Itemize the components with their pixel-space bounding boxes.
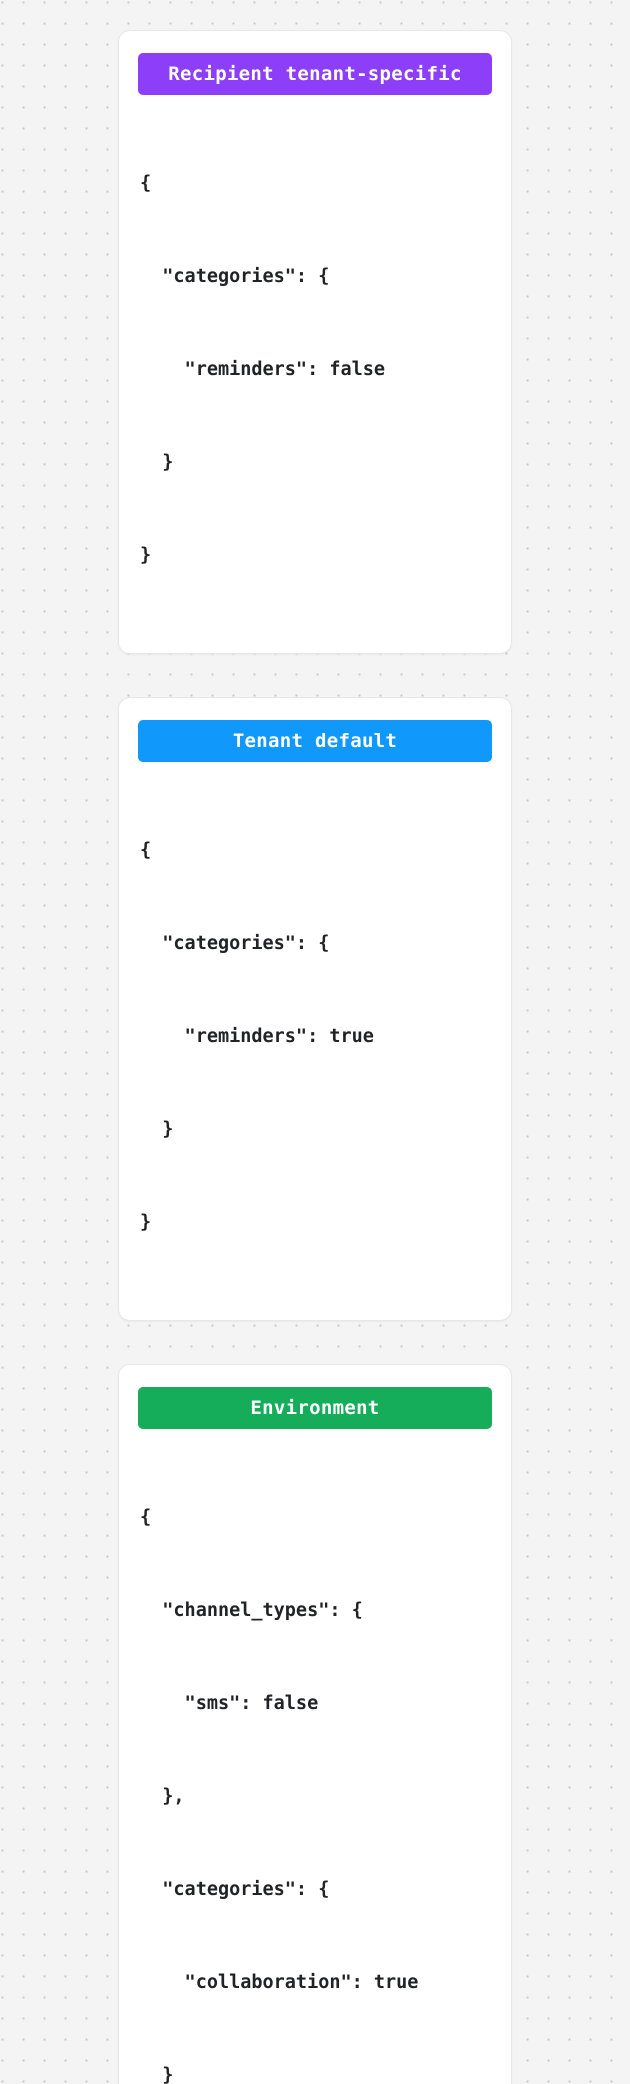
- code-line: }: [140, 2065, 174, 2084]
- code-line: "reminders": false: [140, 359, 386, 380]
- code-line: "categories": {: [140, 1879, 330, 1900]
- card-header-tenant-default: Tenant default: [138, 720, 492, 762]
- code-line: }: [140, 452, 174, 473]
- code-line: }: [140, 545, 152, 566]
- code-line: "sms": false: [140, 1693, 319, 1714]
- code-line: {: [140, 173, 152, 194]
- code-line: }: [140, 1212, 152, 1233]
- preference-precedence-board: Recipient tenant-specific { "categories"…: [118, 30, 512, 2084]
- card-header-recipient-tenant-specific: Recipient tenant-specific: [138, 53, 492, 95]
- card-header-environment: Environment: [138, 1387, 492, 1429]
- card-tenant-default: Tenant default { "categories": { "remind…: [118, 697, 512, 1321]
- card-body-recipient-tenant-specific: { "categories": { "reminders": false } }: [138, 106, 492, 633]
- code-line: {: [140, 840, 152, 861]
- code-line: }: [140, 1119, 174, 1140]
- code-line: "collaboration": true: [140, 1972, 419, 1993]
- code-line: "reminders": true: [140, 1026, 374, 1047]
- code-line: "categories": {: [140, 266, 330, 287]
- code-line: "channel_types": {: [140, 1600, 363, 1621]
- code-line: },: [140, 1786, 185, 1807]
- code-line: "categories": {: [140, 933, 330, 954]
- card-body-tenant-default: { "categories": { "reminders": true } }: [138, 773, 492, 1300]
- code-line: {: [140, 1507, 152, 1528]
- card-environment: Environment { "channel_types": { "sms": …: [118, 1364, 512, 2084]
- card-body-environment: { "channel_types": { "sms": false }, "ca…: [138, 1440, 492, 2084]
- card-recipient-tenant-specific: Recipient tenant-specific { "categories"…: [118, 30, 512, 654]
